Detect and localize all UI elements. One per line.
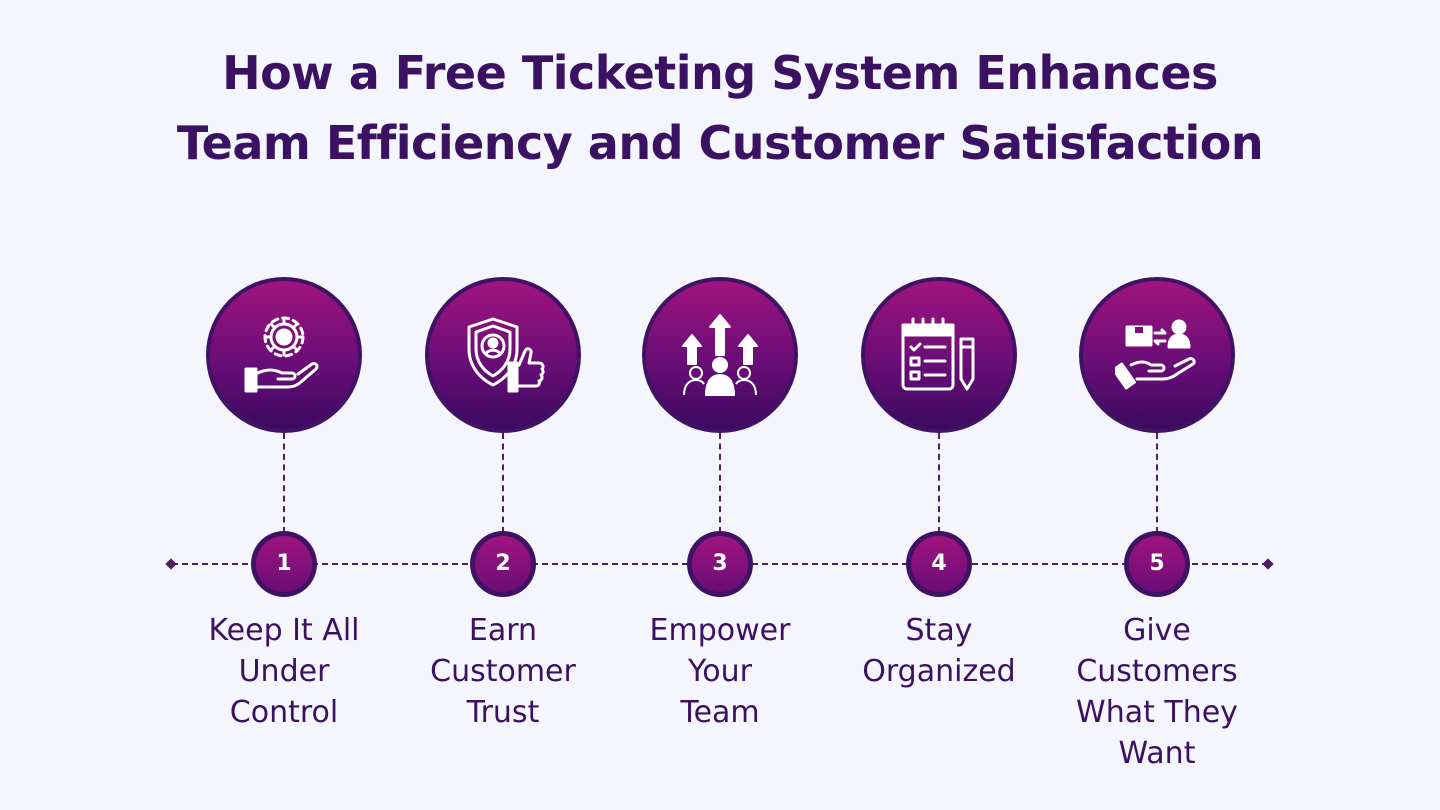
step-number-badge: 3 bbox=[687, 531, 753, 597]
step-label: Empower Your Team bbox=[649, 613, 791, 730]
step-number: 4 bbox=[911, 536, 967, 592]
step-number: 1 bbox=[256, 536, 312, 592]
step-number-badge: 2 bbox=[470, 531, 536, 597]
step-connector bbox=[283, 433, 285, 533]
step-number: 3 bbox=[692, 536, 748, 592]
step-connector bbox=[502, 433, 504, 533]
step-number: 5 bbox=[1129, 536, 1185, 592]
step-icon-circle bbox=[642, 277, 798, 433]
step-1: 1 Keep It All Under Control bbox=[164, 0, 404, 810]
step-number-badge: 1 bbox=[251, 531, 317, 597]
step-icon-circle bbox=[425, 277, 581, 433]
team-growth-arrows-icon bbox=[682, 314, 758, 396]
hand-box-person-icon bbox=[1115, 319, 1196, 390]
step-label: Give Customers What They Want bbox=[1076, 613, 1238, 771]
step-connector bbox=[719, 433, 721, 533]
shield-thumbs-up-icon bbox=[467, 317, 545, 393]
step-5: 5 Give Customers What They Want bbox=[1037, 0, 1277, 810]
step-3: 3 Empower Your Team bbox=[600, 0, 840, 810]
title-line-1: How a Free Ticketing System Enhances bbox=[222, 46, 1218, 100]
step-number-badge: 4 bbox=[906, 531, 972, 597]
step-connector bbox=[1156, 433, 1158, 533]
step-icon-circle bbox=[1079, 277, 1235, 433]
hand-gear-icon bbox=[244, 316, 319, 393]
step-number: 2 bbox=[475, 536, 531, 592]
step-label: Earn Customer Trust bbox=[430, 613, 576, 730]
step-label: Keep It All Under Control bbox=[208, 613, 360, 730]
checklist-calendar-icon bbox=[901, 317, 975, 391]
step-connector bbox=[938, 433, 940, 533]
step-label: Stay Organized bbox=[862, 613, 1016, 689]
step-icon-circle bbox=[861, 277, 1017, 433]
page-title: How a Free Ticketing System Enhances Tea… bbox=[0, 38, 1440, 178]
step-number-badge: 5 bbox=[1124, 531, 1190, 597]
step-4: 4 Stay Organized bbox=[819, 0, 1059, 810]
step-2: 2 Earn Customer Trust bbox=[383, 0, 623, 810]
step-icon-circle bbox=[206, 277, 362, 433]
title-line-2: Team Efficiency and Customer Satisfactio… bbox=[176, 116, 1264, 170]
